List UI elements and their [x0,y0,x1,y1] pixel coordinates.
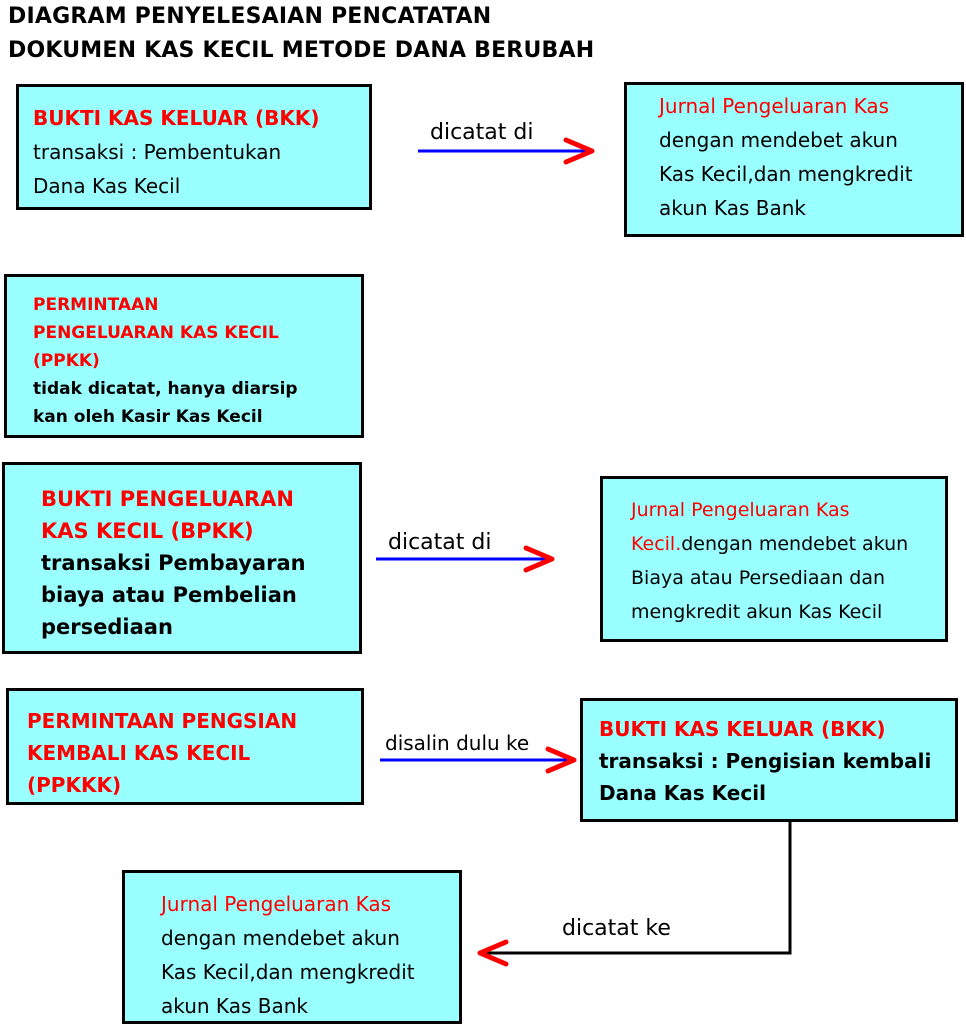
node-text: mengkredit akun Kas Kecil [631,601,883,623]
node-heading: BUKTI KAS KELUAR (BKK) [599,717,886,741]
arrow-line-4 [486,822,792,955]
node-text: kan oleh Kasir Kas Kecil [33,407,263,427]
node-heading: BUKTI KAS KELUAR (BKK) [33,106,320,130]
diagram-title: DIAGRAM PENYELESAIAN PENCATATAN DOKUMEN … [8,0,594,68]
node-heading: Jurnal Pengeluaran Kas [659,94,890,118]
edge-label-1: dicatat di [430,120,534,145]
node-bkk-pengisian: BUKTI KAS KELUAR (BKK) transaksi : Pengi… [580,698,958,822]
node-text: transaksi : Pembentukan [33,140,282,164]
node-text: Kas Kecil,dan mengkredit [659,162,913,186]
node-heading: (PPKKK) [27,773,122,797]
node-ppkk: PERMINTAAN PENGELUARAN KAS KECIL (PPKK) … [4,274,364,438]
node-heading: KEMBALI KAS KECIL [27,741,251,765]
node-text: tidak dicatat, hanya diarsip [33,379,298,399]
node-heading: (PPKK) [33,351,100,371]
node-text: dengan mendebet akun [681,533,909,555]
edge-label-3: disalin dulu ke [385,731,530,755]
node-text: Kas Kecil,dan mengkredit [161,960,415,984]
title-line-1: DIAGRAM PENYELESAIAN PENCATATAN [8,4,492,29]
node-text: persediaan [41,615,173,639]
arrowhead-1 [563,137,595,165]
arrowhead-3 [545,746,577,774]
node-heading: PERMINTAAN PENGSIAN [27,709,298,733]
node-text: dengan mendebet akun [659,128,898,152]
node-bkk-pembentukan: BUKTI KAS KELUAR (BKK) transaksi : Pembe… [16,84,372,210]
node-heading: Jurnal Pengeluaran Kas [631,499,850,521]
node-heading: Jurnal Pengeluaran Kas [161,892,392,916]
node-text: Dana Kas Kecil [33,174,181,198]
node-ppkkk: PERMINTAAN PENGSIAN KEMBALI KAS KECIL (P… [6,688,364,805]
node-text: transaksi Pembayaran [41,551,306,575]
edge-label-2: dicatat di [388,530,492,555]
node-text: dengan mendebet akun [161,926,400,950]
node-text: transaksi : Pengisian kembali [599,749,932,773]
node-text: akun Kas Bank [161,994,308,1018]
node-line-mixed: Kecil.dengan mendebet akun [631,527,931,561]
node-text: Biaya atau Persediaan dan [631,567,886,589]
edge-label-4: dicatat ke [562,916,671,941]
node-jurnal-pengeluaran-kas-kecil: Jurnal Pengeluaran Kas Kecil.dengan mend… [600,476,948,642]
title-line-2: DOKUMEN KAS KECIL METODE DANA BERUBAH [8,38,595,63]
node-heading: Kecil. [631,533,682,555]
node-jurnal-pengeluaran-kas-1: Jurnal Pengeluaran Kas dengan mendebet a… [624,82,964,237]
node-heading: KAS KECIL (BPKK) [41,519,254,543]
node-text: Dana Kas Kecil [599,781,766,805]
node-heading: PENGELUARAN KAS KECIL [33,323,279,343]
node-heading: PERMINTAAN [33,295,159,315]
node-jurnal-pengeluaran-kas-2: Jurnal Pengeluaran Kas dengan mendebet a… [122,870,462,1024]
arrowhead-2 [523,545,555,573]
node-bpkk: BUKTI PENGELUARAN KAS KECIL (BPKK) trans… [2,462,362,654]
node-text: biaya atau Pembelian [41,583,297,607]
node-heading: BUKTI PENGELUARAN [41,487,294,511]
arrowhead-4 [477,939,509,967]
node-text: akun Kas Bank [659,196,806,220]
